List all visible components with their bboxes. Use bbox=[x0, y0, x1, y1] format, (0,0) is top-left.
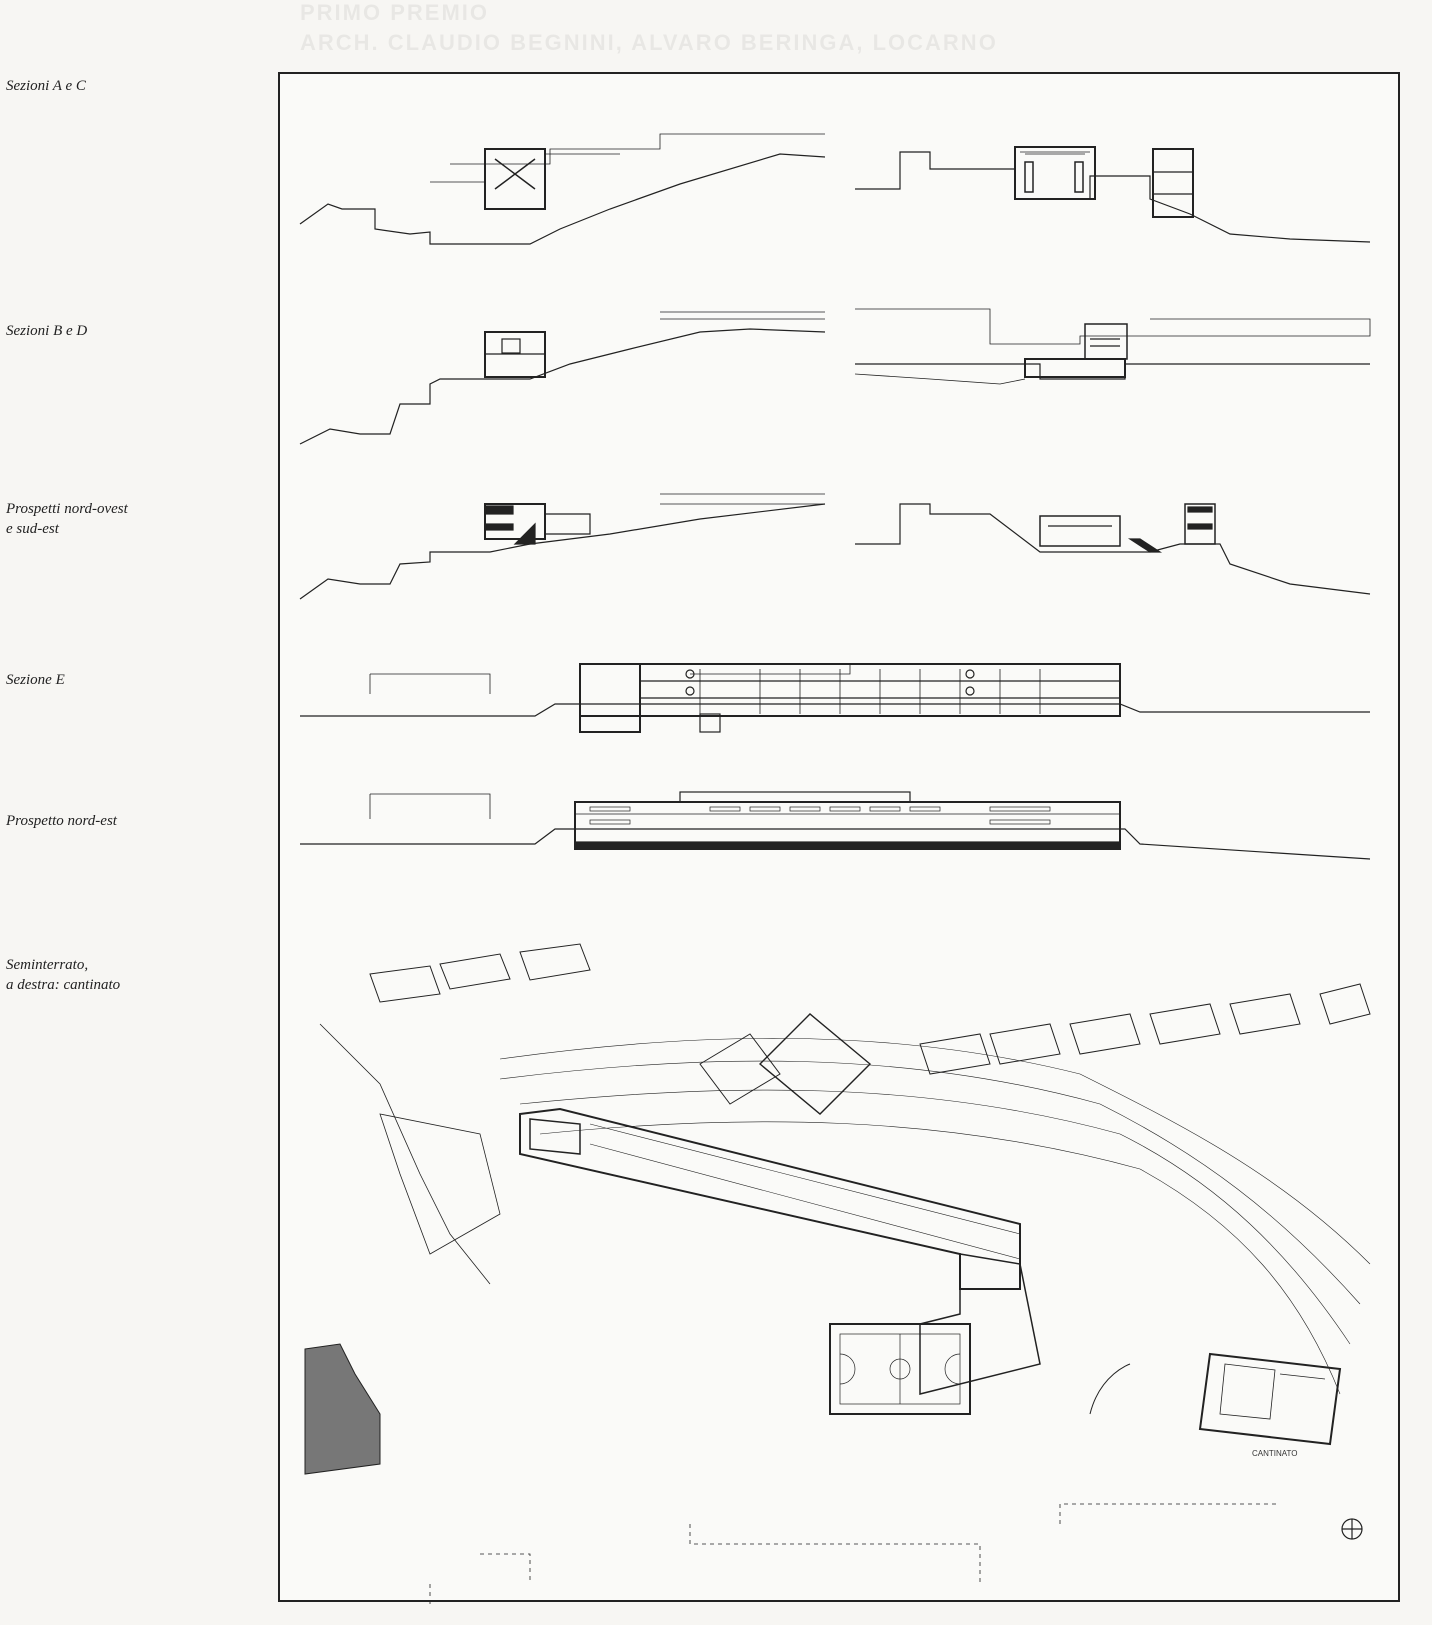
caption-basement: Seminterrato, a destra: cantinato bbox=[6, 957, 121, 993]
caption-section-e: Sezione E bbox=[6, 672, 65, 688]
cellar-plan bbox=[1198, 1352, 1342, 1446]
elevation-southeast bbox=[855, 503, 1371, 595]
section-b bbox=[299, 311, 826, 445]
caption-elevations: Prospetti nord-ovest e sud-est bbox=[6, 501, 128, 537]
section-d bbox=[854, 308, 1371, 385]
show-through-text: PRIMO PREMIO bbox=[300, 0, 490, 25]
caption-sections-ac: Sezioni A e C bbox=[6, 78, 86, 94]
elevation-northeast bbox=[300, 791, 1371, 860]
drawing-frame: CANTINATO bbox=[278, 72, 1400, 1604]
basement-plan bbox=[304, 943, 1371, 1604]
section-c bbox=[855, 146, 1371, 243]
caption-sections-bd: Sezioni B e D bbox=[6, 323, 88, 339]
architectural-drawings bbox=[299, 133, 1371, 1604]
elevation-northwest bbox=[299, 493, 826, 600]
north-arrow-icon bbox=[1341, 1518, 1363, 1540]
section-a bbox=[299, 133, 826, 245]
show-through-text: ARCH. CLAUDIO BEGNINI, ALVARO BERINGA, L… bbox=[300, 30, 998, 55]
section-e bbox=[300, 663, 1370, 733]
cantinato-label: CANTINATO bbox=[1252, 1449, 1298, 1458]
caption-elevation-ne: Prospetto nord-est bbox=[6, 813, 117, 829]
